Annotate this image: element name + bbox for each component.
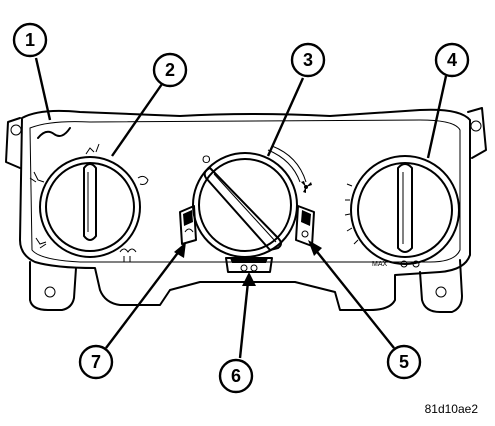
callout-3: 3 [266,42,326,157]
blower-control-knob: O [192,145,312,258]
callout-2-number: 2 [165,60,175,80]
callout-3-number: 3 [303,50,313,70]
ac-button [295,205,315,247]
callout-5-number: 5 [399,352,409,372]
vent-icon [85,143,100,155]
bilevel-icon [29,171,45,183]
callout-1: 1 [12,22,71,139]
callout-4-number: 4 [447,50,457,70]
fan-icon [301,181,312,193]
mix-icon [137,175,149,185]
rear-defrost-button [225,257,273,273]
callout-7-number: 7 [91,352,101,372]
callout-6-number: 6 [231,366,241,386]
callout-2: 2 [111,52,188,157]
dial-marker-label: O [202,154,211,166]
recirculation-button [179,205,197,245]
figure-reference-code: 81d10ae2 [425,402,479,416]
callout-7: 7 [78,242,186,380]
callout-4: 4 [426,42,470,159]
callout-6: 6 [218,272,256,394]
floor-icon [35,237,47,249]
callout-1-number: 1 [25,30,35,50]
control-panel-housing [5,107,487,313]
max-label: MAX [372,261,388,268]
defrost-icon [119,248,137,262]
temperature-control-knob: MAX [344,155,460,268]
callout-5: 5 [308,240,422,380]
mode-control-knob [29,143,149,262]
